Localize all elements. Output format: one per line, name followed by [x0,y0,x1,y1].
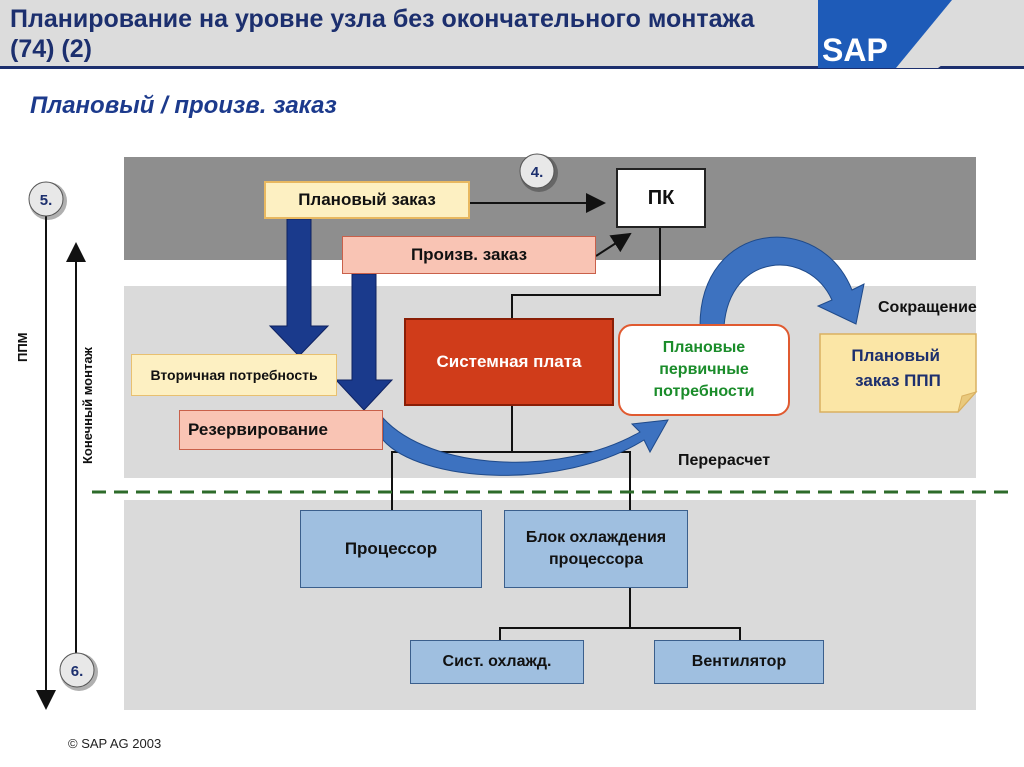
planned-primary-requirements-box: Плановые первичные потребности [618,324,790,416]
cooler-branch-line [499,627,741,640]
fan-label: Вентилятор [691,653,787,670]
reduction-curve-arrow [699,236,865,327]
reservation-box: Резервирование [179,410,383,450]
pc-to-mainboard-line [511,228,661,318]
pc-label: ПК [647,186,675,209]
fan-box: Вентилятор [654,640,824,684]
planned-order-down-arrow [268,218,330,357]
step-6-marker: 6. [59,652,98,691]
ppm-side-label: ППМ [15,332,30,362]
final-assembly-side-label: Конечный монтаж [80,347,95,464]
mainboard-branch-line [391,451,631,510]
pc-box: ПК [616,168,706,228]
step-4-marker: 4. [519,153,558,192]
reduction-label: Сокращение [878,299,977,316]
sap-logo: SAP [818,0,1024,68]
step-4-text: 4. [531,164,544,181]
secondary-requirement-box: Вторичная потребность [131,354,337,396]
production-order-label: Произв. заказ [410,245,528,264]
production-order-box: Произв. заказ [342,236,596,274]
step-5-marker: 5. [28,181,67,220]
cpu-label: Процессор [344,539,438,558]
cooling-system-label: Сист. охлажд. [442,653,552,670]
title-divider [0,66,1024,69]
reservation-label: Резервирование [188,420,328,439]
cooling-system-box: Сист. охлажд. [410,640,584,684]
copyright-icon: © [68,736,82,751]
subtitle: Плановый / произв. заказ [30,92,337,119]
step-6-text: 6. [71,663,84,680]
secondary-requirement-label: Вторичная потребность [150,366,318,383]
step-5-text: 5. [40,192,53,209]
prod-order-to-pc-arrow [595,232,632,257]
planned-primary-requirements-label: Плановые первичные потребности [653,339,755,400]
slide-title: Планирование на уровне узла без окончате… [10,5,755,63]
prod-order-down-arrow [334,273,394,411]
copyright-footer: © SAP AG 2003 [68,736,161,751]
mainboard-label: Системная плата [436,352,582,371]
mainboard-box: Системная плата [404,318,614,406]
sap-logo-text: SAP [822,32,888,68]
cpu-cooler-box: Блок охлаждения процессора [504,510,688,588]
planned-order-label: Плановый заказ [298,190,436,209]
cpu-box: Процессор [300,510,482,588]
recalculation-curve-arrow [382,416,669,476]
recalculation-label: Перерасчет [678,452,771,469]
planned-order-ppp-text: Плановый заказ ППП [851,346,944,390]
cpu-cooler-label: Блок охлаждения процессора [525,529,667,568]
copyright-text: SAP AG 2003 [81,736,162,751]
planned-order-box: Плановый заказ [264,181,470,219]
